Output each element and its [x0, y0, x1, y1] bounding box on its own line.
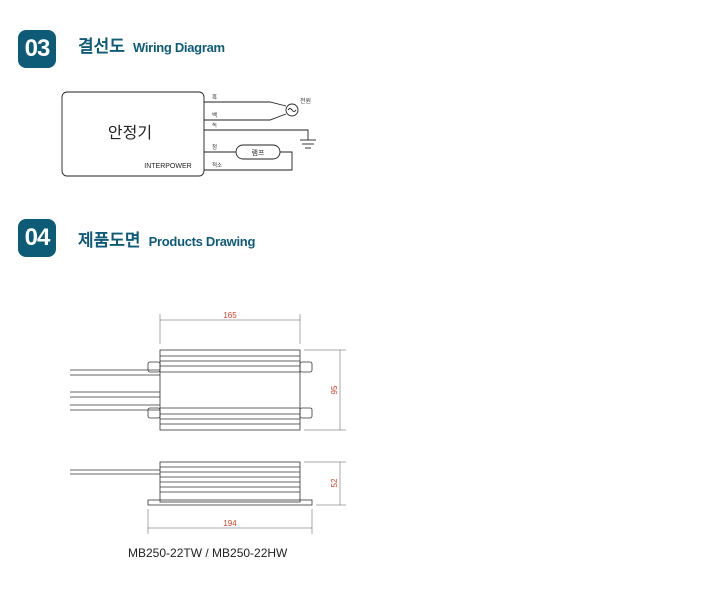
model-caption: MB250-22TW / MB250-22HW: [128, 546, 288, 560]
terminal-label-green: 녹: [212, 122, 217, 129]
section-title-03: 결선도 Wiring Diagram: [78, 32, 225, 57]
terminal-label-white: 백: [212, 111, 217, 119]
section-title-en: Wiring Diagram: [133, 40, 225, 55]
ballast-box: [61, 91, 205, 177]
dim-side-height: 52: [330, 478, 339, 487]
lamp-label: 램프: [252, 149, 265, 157]
brand-label: INTERPOWER: [144, 163, 191, 170]
section-number-badge-03: 03: [18, 30, 56, 68]
dim-height: 95: [330, 385, 339, 394]
ballast-label: 안정기: [108, 123, 152, 142]
terminal-label-blue: 청: [212, 144, 217, 151]
terminal-label-red: 적소: [212, 162, 222, 169]
top-view-body: [159, 349, 301, 431]
power-label: 전원: [300, 97, 311, 105]
section-title-ko: 제품도면: [78, 231, 141, 251]
dim-top-width: 165: [223, 311, 237, 320]
section-number-badge-04: 04: [18, 219, 56, 257]
section-title-04: 제품도면 Products Drawing: [78, 226, 255, 251]
lamp-icon: [235, 144, 281, 160]
section-title-ko: 결선도: [78, 37, 125, 57]
section-title-en: Products Drawing: [148, 234, 256, 249]
wire-red: [204, 151, 293, 171]
dim-total-length: 194: [223, 519, 237, 528]
wire-white: [204, 113, 287, 121]
wire-black: [204, 101, 287, 107]
wire-green: [204, 129, 309, 140]
power-source-icon: [285, 103, 299, 117]
terminal-label-black: 흑: [212, 93, 217, 101]
